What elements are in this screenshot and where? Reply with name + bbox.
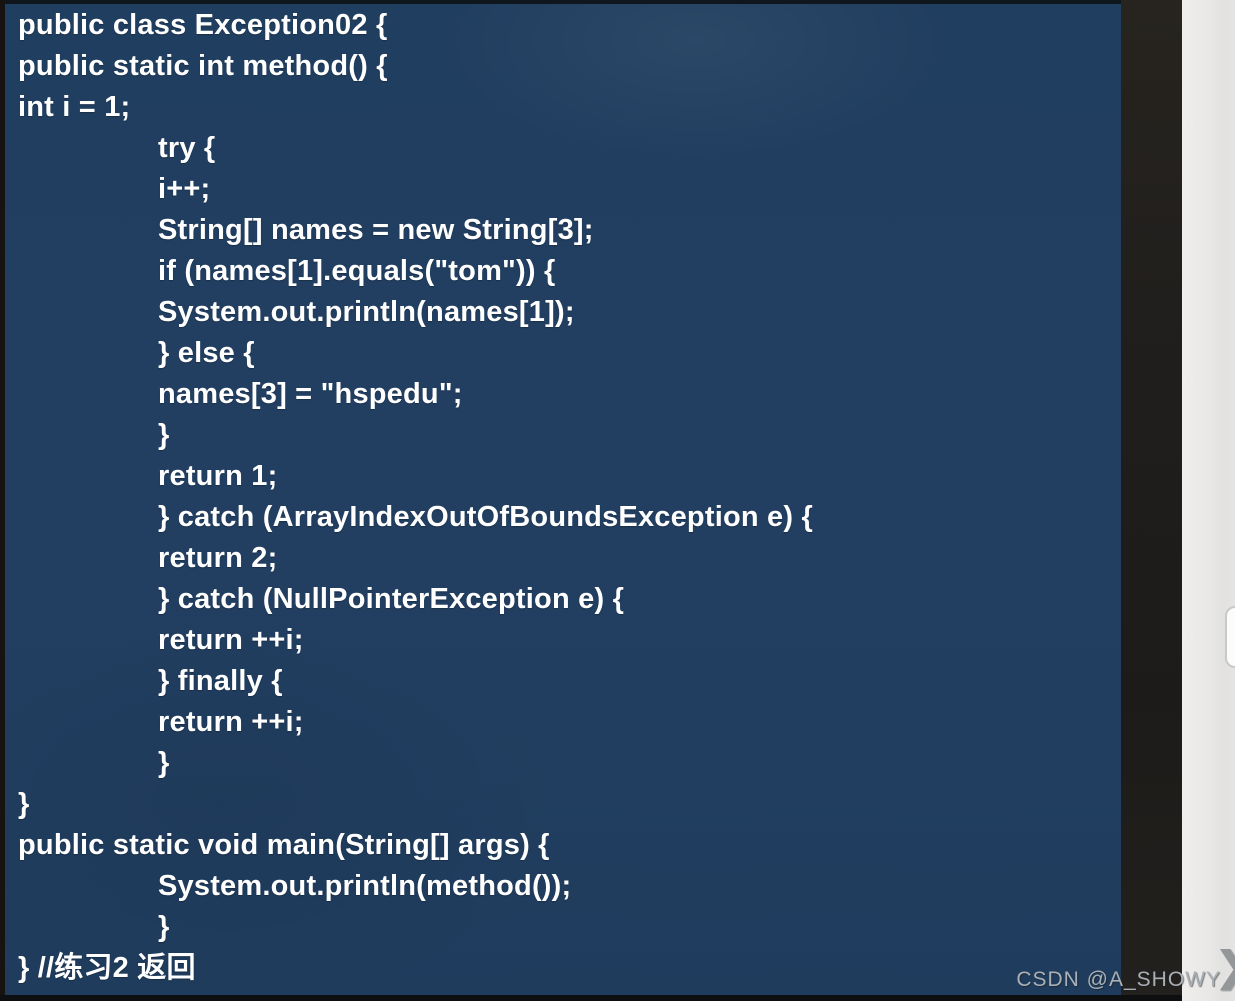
code-line: } else { xyxy=(158,337,255,369)
code-line: } catch (NullPointerException e) { xyxy=(158,583,625,615)
page-background-gutter xyxy=(1182,0,1235,1001)
side-toggle-button[interactable] xyxy=(1225,606,1235,668)
code-line: String[] names = new String[3]; xyxy=(158,214,594,246)
code-line: public static int method() { xyxy=(18,50,388,82)
video-frame-left-edge xyxy=(0,0,5,1001)
code-line: try { xyxy=(158,132,216,164)
code-line: int i = 1; xyxy=(18,91,131,123)
code-line: System.out.println(method()); xyxy=(158,870,572,902)
code-line: System.out.println(names[1]); xyxy=(158,296,575,328)
letterbox-strip xyxy=(1121,0,1182,1001)
code-line: return 1; xyxy=(158,460,278,492)
code-line: } xyxy=(18,788,30,820)
code-slide-panel: public class Exception02 { public static … xyxy=(0,0,1121,1001)
code-line: names[3] = "hspedu"; xyxy=(158,378,463,410)
code-line: } xyxy=(158,419,170,451)
code-line: } xyxy=(158,911,170,943)
chevron-right-icon: ❯ xyxy=(1215,944,1235,990)
code-line: return 2; xyxy=(158,542,278,574)
code-line: return ++i; xyxy=(158,706,304,738)
watermark-label: CSDN @A_SHOWY xyxy=(1016,968,1221,991)
code-line: public static void main(String[] args) { xyxy=(18,829,550,861)
code-line: } catch (ArrayIndexOutOfBoundsException … xyxy=(158,501,813,533)
code-line: public class Exception02 { xyxy=(18,9,388,41)
watermark: CSDN @A_SHOWY xyxy=(1016,968,1221,992)
code-line: if (names[1].equals("tom")) { xyxy=(158,255,556,287)
video-frame-top-edge xyxy=(0,0,1121,4)
code-line: } //练习2 返回 xyxy=(18,952,196,984)
code-line: } finally { xyxy=(158,665,283,697)
code-line: } xyxy=(158,747,170,779)
video-frame-bottom-edge xyxy=(0,995,1182,1001)
code-line: return ++i; xyxy=(158,624,304,656)
code-block: public class Exception02 { public static … xyxy=(18,5,1108,989)
code-line: i++; xyxy=(158,173,211,205)
